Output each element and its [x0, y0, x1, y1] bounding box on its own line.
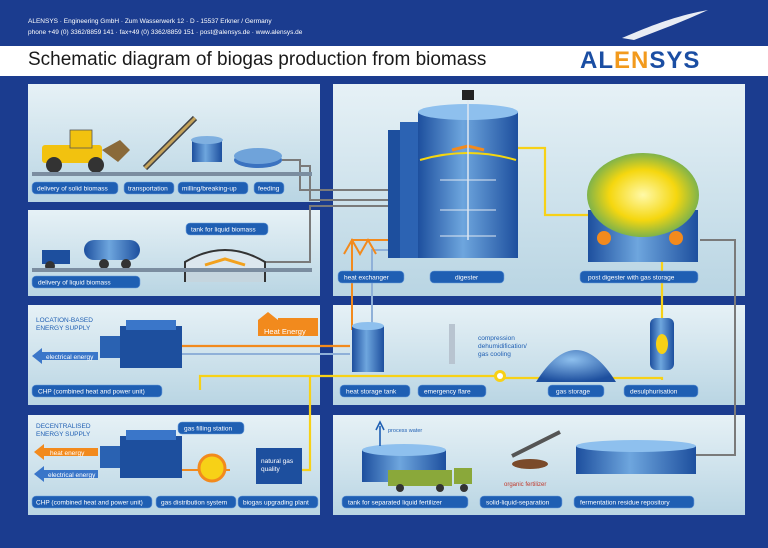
- label-compression-3: gas cooling: [478, 351, 511, 358]
- label-natural-gas-2: quality: [261, 466, 281, 473]
- label-electrical-energy-1: electrical energy: [46, 354, 94, 361]
- label-digester: digester: [455, 275, 479, 282]
- feeder-icon: [234, 148, 282, 168]
- company-address: ALENSYS · Engineering GmbH · Zum Wasserw…: [28, 18, 272, 25]
- label-compression-2: dehumidification/: [478, 343, 527, 350]
- heat-storage-tank-icon: [352, 322, 384, 372]
- chp-unit-2-icon: [100, 430, 182, 478]
- label-milling: milling/breaking-up: [182, 186, 237, 193]
- label-transportation: transportation: [128, 186, 168, 193]
- upgrading-plant-icon: [256, 448, 302, 484]
- label-emergency-flare: emergency flare: [424, 389, 471, 396]
- label-solid-liquid: solid-liquid-separation: [486, 500, 550, 507]
- label-delivery-liquid: delivery of liquid biomass: [38, 280, 111, 287]
- company-contact: phone +49 (0) 3362/8859 141 · fax+49 (0)…: [28, 29, 303, 36]
- electrical-energy-arrow-icon: [32, 348, 98, 364]
- residue-repository-icon: [576, 440, 696, 474]
- label-location-based-2: ENERGY SUPPLY: [36, 325, 91, 332]
- process-water-arrow-icon: [375, 420, 385, 446]
- desulphurisation-icon: [650, 318, 674, 370]
- title-bar: [0, 46, 768, 76]
- heat-energy-2-arrow-icon: [34, 444, 98, 460]
- label-feeding: feeding: [258, 186, 280, 193]
- label-tank-liquid: tank for liquid biomass: [191, 227, 256, 234]
- label-post-digester: post digester with gas storage: [588, 275, 675, 282]
- logo-text-sys: SYS: [649, 47, 701, 74]
- gas-pipe-left: [198, 374, 500, 390]
- logo-text-en: EN: [614, 47, 650, 74]
- label-heat-energy-upper: Heat Energy: [264, 327, 306, 336]
- label-delivery-solid: delivery of solid biomass: [37, 186, 109, 193]
- label-gas-filling: gas filling station: [184, 426, 232, 433]
- label-electrical-energy-2: electrical energy: [48, 472, 96, 479]
- liquid-pipe: [264, 205, 420, 263]
- label-location-based-1: LOCATION-BASED: [36, 317, 93, 324]
- residue-pipe: [690, 239, 736, 456]
- emergency-flare-icon: [449, 324, 455, 364]
- heat-energy-arrow-icon: [258, 312, 318, 336]
- label-compression-1: compression: [478, 335, 515, 342]
- label-gas-storage: gas storage: [556, 389, 590, 396]
- label-boxes: [31, 181, 699, 509]
- label-desulphurisation: desulphurisation: [630, 389, 678, 396]
- label-decentral-2: ENERGY SUPPLY: [36, 431, 91, 438]
- label-organic-fertilizer: organic fertilizer: [504, 482, 546, 488]
- solid-ground: [32, 172, 312, 176]
- label-chp-2: CHP (combined heat and power unit): [36, 500, 143, 507]
- heat-exchanger-icon: [343, 237, 377, 257]
- post-digester-icon: [587, 153, 699, 262]
- company-logo: ALENSYS: [580, 47, 700, 75]
- logo-swoosh-icon: [622, 10, 708, 40]
- separated-fertilizer-tank-icon: [362, 444, 446, 482]
- label-fermentation: fermentation residue repository: [580, 500, 670, 507]
- gas-pipe-top: [510, 146, 590, 217]
- label-heat-storage: heat storage tank: [346, 389, 397, 396]
- header-bar: ALENSYS · Engineering GmbH · Zum Wasserw…: [0, 0, 768, 46]
- conveyor-belt-icon: [142, 115, 198, 171]
- label-tank-separated: tank for separated liquid fertilizer: [348, 500, 443, 507]
- label-decentral-1: DECENTRALISED: [36, 423, 91, 430]
- gas-storage-dome-icon: [536, 350, 616, 382]
- label-process-water: process water: [388, 428, 422, 434]
- feed-pipe-2: [300, 165, 420, 201]
- gas-distribution-icon: [197, 453, 227, 483]
- fertilizer-truck-icon: [388, 468, 472, 492]
- mill-icon: [191, 136, 223, 162]
- chp-unit-icon: [100, 320, 182, 368]
- separator-icon: [511, 430, 561, 469]
- liquid-ground: [32, 268, 312, 272]
- page-title: Schematic diagram of biogas production f…: [28, 49, 487, 70]
- label-gas-distribution: gas distribution system: [161, 500, 227, 507]
- electrical-energy-2-arrow-icon: [34, 466, 98, 482]
- label-heat-energy-lower: heat energy: [50, 450, 85, 457]
- liquid-tank-icon: [184, 249, 266, 282]
- compressor-icon: [494, 370, 506, 382]
- wheel-loader-icon: [42, 129, 130, 173]
- label-chp-1: CHP (combined heat and power unit): [38, 389, 145, 396]
- logo-text-al: AL: [580, 47, 614, 74]
- label-heat-exchanger: heat exchanger: [344, 275, 390, 282]
- label-biogas-upgrading: biogas upgrading plant: [243, 500, 309, 507]
- digester-tank-icon: [388, 90, 518, 258]
- label-natural-gas-1: natural gas: [261, 458, 294, 465]
